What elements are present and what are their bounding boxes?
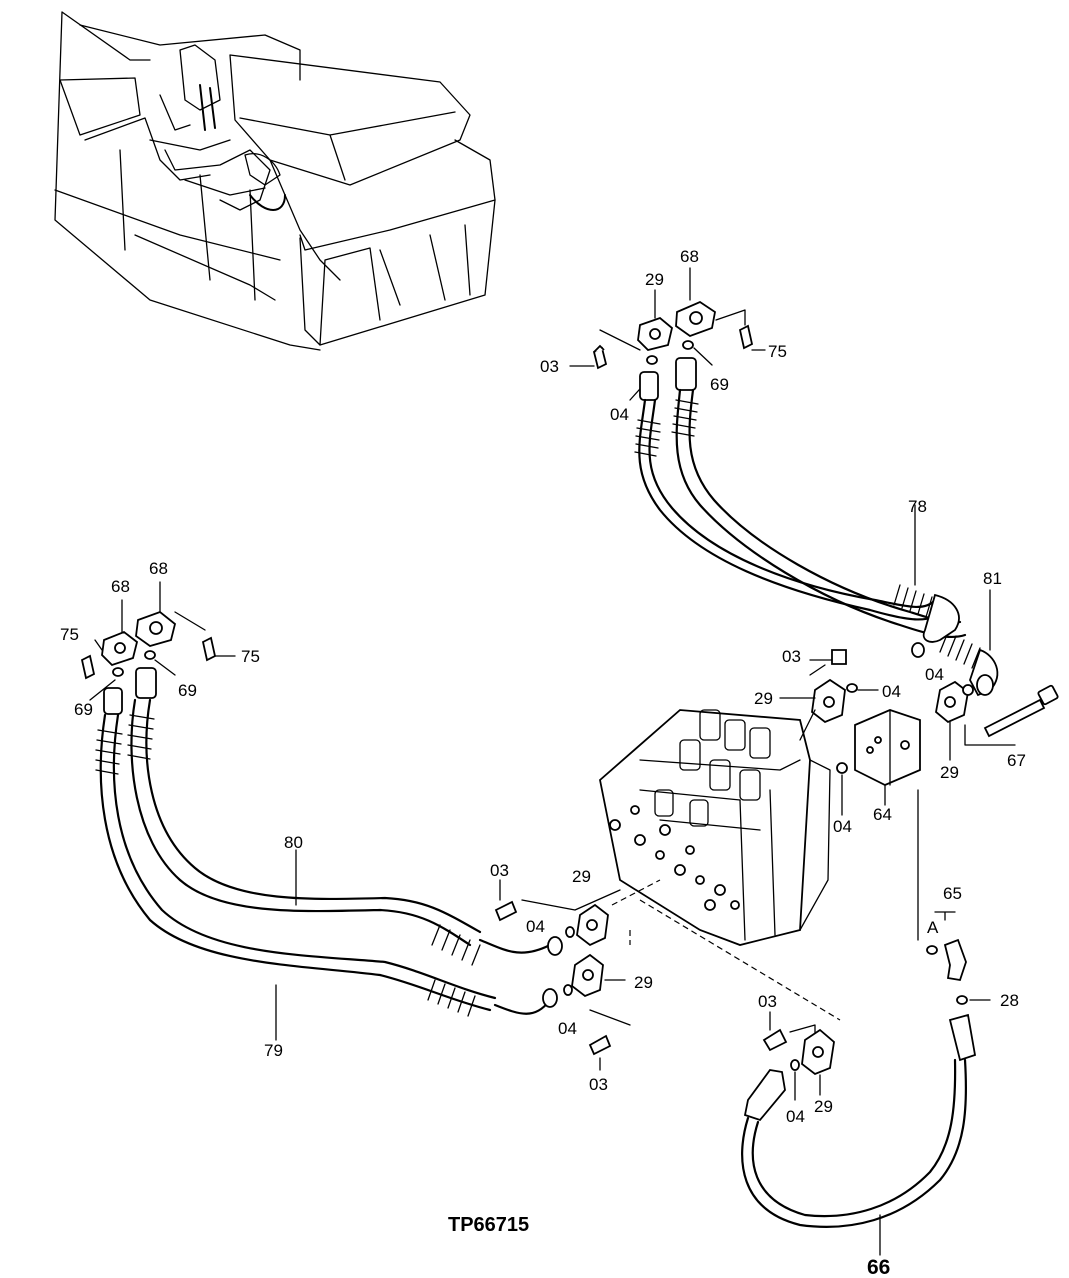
oring-04-right-b: [962, 684, 974, 696]
oring-04-low-a: [565, 926, 575, 938]
bolt-03-low-b: [588, 1034, 612, 1056]
bolt-03-mid: [831, 649, 847, 665]
lower-flange-components: [494, 879, 841, 1071]
bolt-67: [983, 698, 1046, 738]
callout-66: 66: [867, 1256, 890, 1278]
hose-assembly-78-81: [569, 267, 999, 697]
callout-64: 64: [873, 805, 892, 824]
callout-79: 79: [264, 1041, 283, 1060]
oring-04-low-b: [563, 984, 573, 996]
callout-labels: 68 29 03 75 04 69 78 81 68 68 75 75 69 6…: [60, 247, 1026, 1278]
oring-28: [956, 995, 968, 1005]
oring-69-left-a: [112, 667, 124, 677]
callout-68: 68: [111, 577, 130, 596]
bolt-75-left-b: [201, 636, 217, 662]
callout-68: 68: [149, 559, 168, 578]
oring-04-bot: [790, 1059, 800, 1071]
callout-75: 75: [768, 342, 787, 361]
callout-29: 29: [940, 763, 959, 782]
oring-69-top: [682, 340, 694, 350]
callout-80: 80: [284, 833, 303, 852]
callout-04: 04: [610, 405, 629, 424]
bolt-75-top: [738, 324, 754, 350]
callout-29: 29: [645, 270, 664, 289]
callout-69: 69: [710, 375, 729, 394]
bolt-75-left: [80, 654, 96, 680]
callout-04: 04: [526, 917, 545, 936]
callout-78: 78: [908, 497, 927, 516]
callout-28: 28: [1000, 991, 1019, 1010]
callout-29: 29: [754, 689, 773, 708]
oring-04-right: [836, 762, 848, 774]
callout-29: 29: [634, 973, 653, 992]
oring-04-mid: [846, 683, 858, 693]
callout-04: 04: [558, 1019, 577, 1038]
callout-29: 29: [814, 1097, 833, 1116]
callout-04: 04: [925, 665, 944, 684]
callout-65: 65: [943, 884, 962, 903]
callout-03: 03: [758, 992, 777, 1011]
oring-04-top: [646, 355, 658, 365]
mid-right-components: [779, 649, 1059, 1005]
machine-overview-sketch: [54, 11, 496, 351]
bolt-03-low: [494, 900, 518, 922]
callout-68: 68: [680, 247, 699, 266]
callout-A: A: [927, 918, 939, 937]
hose-assembly-79-80: [80, 581, 563, 1041]
block-64: [854, 709, 921, 786]
callout-69: 69: [178, 681, 197, 700]
callout-04: 04: [833, 817, 852, 836]
hose-66: [741, 1011, 977, 1256]
callout-04: 04: [786, 1107, 805, 1126]
callout-03: 03: [540, 357, 559, 376]
callout-04: 04: [882, 682, 901, 701]
callout-03: 03: [782, 647, 801, 666]
callout-81: 81: [983, 569, 1002, 588]
bolt-03-bot: [762, 1028, 788, 1052]
control-valve: [599, 709, 831, 946]
callout-29: 29: [572, 867, 591, 886]
callout-75: 75: [241, 647, 260, 666]
figure-id: TP66715: [448, 1214, 529, 1236]
oring-69-left-b: [144, 650, 156, 660]
elbow-65: [943, 938, 967, 982]
callout-03: 03: [589, 1075, 608, 1094]
callout-75: 75: [60, 625, 79, 644]
callout-03: 03: [490, 861, 509, 880]
callout-67: 67: [1007, 751, 1026, 770]
callout-69: 69: [74, 700, 93, 719]
